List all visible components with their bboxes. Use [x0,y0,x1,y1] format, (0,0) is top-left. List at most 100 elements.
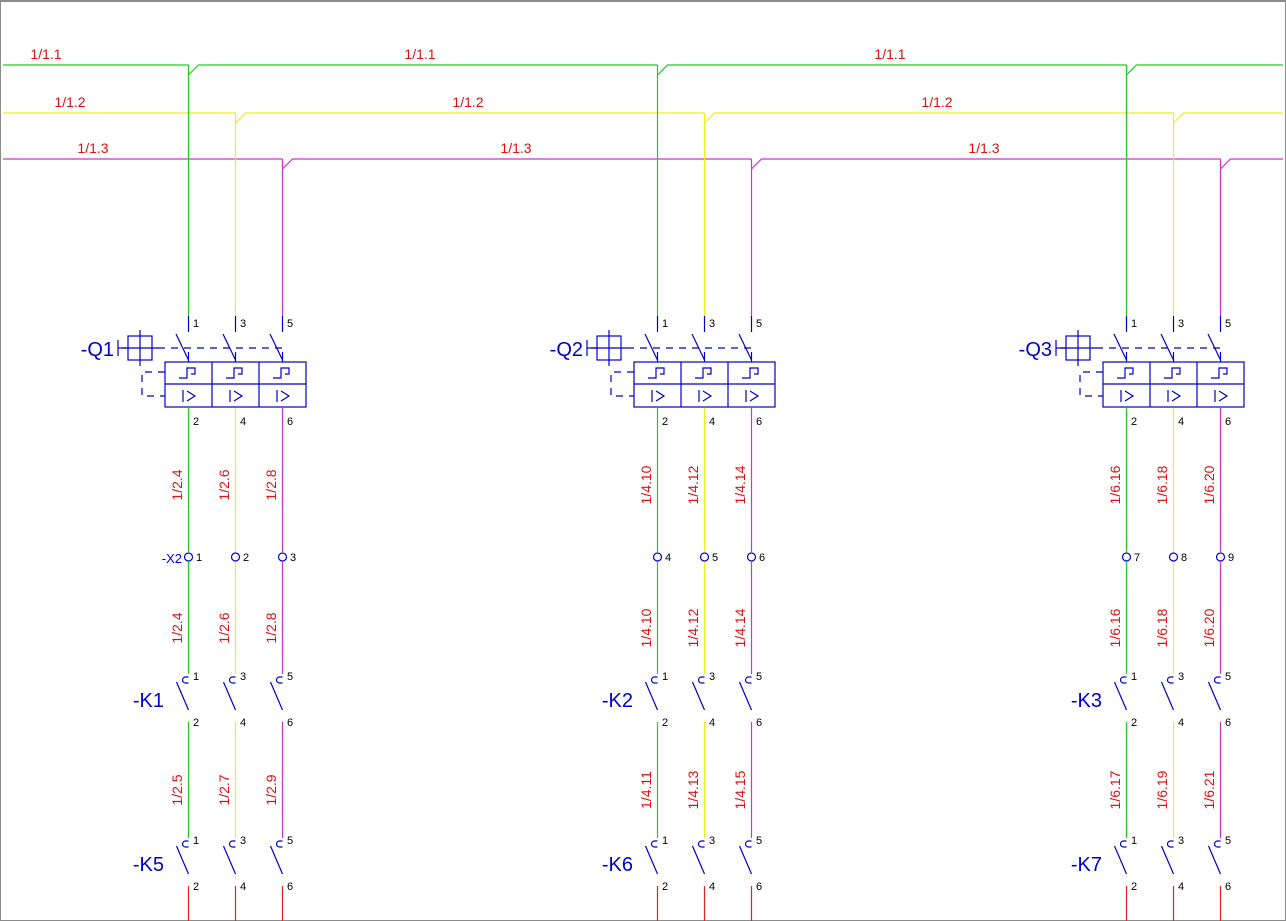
terminal-number: 1 [196,552,202,564]
contactor-designation: -K7 [1071,854,1102,876]
bus-line-l1 [3,64,1283,76]
contactor-designation: -K6 [602,854,633,876]
contactor-contact-blade [644,681,659,711]
thermal-trip-symbol [179,367,196,379]
contactor-terminal-bottom: 2 [1131,717,1137,729]
wire-number-label: 1/2.8 [263,469,279,500]
breaker-terminal-top: 3 [1178,318,1184,330]
breaker-terminal-top: 3 [240,318,246,330]
contactor-terminal-top: 3 [240,835,246,847]
breaker-designation: -Q1 [81,339,114,361]
contactor-contact-blade [1113,845,1128,875]
thermal-trip-symbol [273,367,290,379]
wire-number-label: 1/2.4 [169,469,185,500]
wire-number-label: 1/4.14 [732,465,748,504]
contactor-contact-blade [691,681,706,711]
contactor-terminal-top: 5 [1225,835,1231,847]
contactor-contact-blade [175,681,190,711]
wire-number-label: 1/4.15 [732,770,748,809]
contactor-terminal-bottom: 6 [287,881,293,893]
breaker-terminal-top: 1 [193,318,199,330]
contactor-terminal-top: 1 [193,671,199,683]
wire-number-label: 1/6.18 [1154,608,1170,647]
bus-label-l2: 1/1.2 [921,94,952,110]
contactor-terminal-top: 5 [756,835,762,847]
contactor-contact-blade [691,845,706,875]
contactor-contact-blade [644,845,659,875]
contactor-terminal-top: 1 [662,671,668,683]
contactor-contact-blade [222,681,237,711]
contactor-terminal-bottom: 2 [662,881,668,893]
contactor-contact-blade [269,681,284,711]
terminal-point [183,552,194,562]
contactor-terminal-bottom: 4 [240,717,246,729]
breaker-designation: -Q3 [1019,339,1052,361]
thermal-trip-symbol [1117,367,1134,379]
trip-linkage [1079,371,1103,397]
bus-line-l2 [3,112,1283,124]
terminal-number: 9 [1228,552,1234,564]
contactor-contact-blade [1207,681,1222,711]
magnetic-trip-symbol [1218,390,1229,402]
breaker-contact-blade [222,333,237,361]
breaker-terminal-bottom: 6 [756,416,762,428]
contactor-contact-hook [275,840,283,848]
contactor-designation: -K5 [133,854,164,876]
wire-number-label: 1/6.20 [1201,608,1217,647]
thermal-trip-symbol [742,367,759,379]
contactor-terminal-bottom: 6 [1225,881,1231,893]
contactor-terminal-top: 1 [662,835,668,847]
wire-number-label: 1/2.6 [216,612,232,643]
contactor-contact-hook [228,840,236,848]
wire-number-label: 1/4.14 [732,608,748,647]
contactor-contact-hook [181,840,189,848]
contactor-terminal-bottom: 6 [1225,717,1231,729]
wire-number-label: 1/6.20 [1201,465,1217,504]
breaker-terminal-bottom: 6 [1225,416,1231,428]
terminal-number: 6 [759,552,765,564]
terminal-number: 7 [1134,552,1140,564]
breaker-contact-blade [175,333,190,361]
contactor-contact-hook [1213,840,1221,848]
contactor-contact-hook [1166,676,1174,684]
wire-number-label: 1/2.5 [169,774,185,805]
contactor-contact-hook [744,676,752,684]
contactor-terminal-top: 3 [240,671,246,683]
breaker-contact-blade [269,333,284,361]
breaker-terminal-top: 5 [756,318,762,330]
contactor-terminal-bottom: 4 [1178,881,1184,893]
breaker-terminal-bottom: 2 [1131,416,1137,428]
breaker-contact-blade [644,333,659,361]
contactor-terminal-top: 5 [1225,671,1231,683]
breaker-terminal-top: 5 [287,318,293,330]
contactor-contact-hook [1119,840,1127,848]
breaker-terminal-bottom: 2 [662,416,668,428]
terminal-point [277,552,288,562]
breaker-designation: -Q2 [550,339,583,361]
wire-number-label: 1/4.12 [685,465,701,504]
contactor-terminal-top: 5 [756,671,762,683]
trip-linkage [141,371,165,397]
wire-number-label: 1/6.16 [1107,465,1123,504]
breaker-terminal-bottom: 6 [287,416,293,428]
phase-wires [187,65,1222,921]
contactor-contact-blade [175,845,190,875]
wire-number-label: 1/2.7 [216,774,232,805]
contactor-contact-hook [275,676,283,684]
magnetic-trip-symbol [655,390,666,402]
contactor-contact-hook [744,840,752,848]
thermal-trip-symbol [1211,367,1228,379]
wire-number-label: 1/6.21 [1201,770,1217,809]
